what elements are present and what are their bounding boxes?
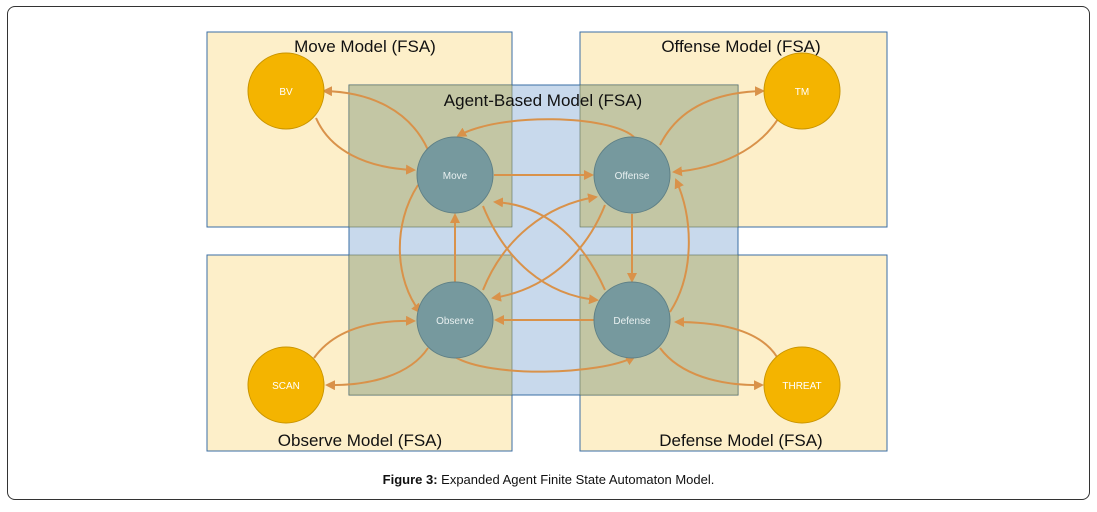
arrow-move-to-bv xyxy=(322,86,429,151)
state-defense-label: Defense xyxy=(613,316,651,327)
state-move-label: Move xyxy=(443,171,468,182)
arrow-observe-to-defense xyxy=(454,356,636,373)
arrow-move-to-observe xyxy=(398,184,422,314)
transition-arrows xyxy=(313,86,779,391)
state-observe-label: Observe xyxy=(436,316,474,327)
figure-caption: Figure 3: Expanded Agent Finite State Au… xyxy=(0,472,1097,487)
arrow-offense-to-move xyxy=(456,118,635,138)
arrow-move-to-defense xyxy=(482,205,599,305)
substate-scan: SCAN xyxy=(247,346,325,424)
arrow-scan-to-observe xyxy=(313,315,416,359)
defense-model-title: Defense Model (FSA) xyxy=(659,431,822,450)
substate-threat: THREAT xyxy=(763,346,841,424)
move-model-title: Move Model (FSA) xyxy=(294,37,436,56)
arrow-threat-to-defense xyxy=(674,317,778,358)
state-move: Move xyxy=(416,136,494,214)
state-defense: Defense xyxy=(593,281,671,359)
substate-bv-label: BV xyxy=(279,87,293,98)
arrow-observe-to-offense xyxy=(482,193,598,291)
state-offense-label: Offense xyxy=(615,171,650,182)
arrow-bv-to-move xyxy=(315,117,416,175)
figure-caption-text: Expanded Agent Finite State Automaton Mo… xyxy=(437,472,715,487)
arrow-tm-to-offense xyxy=(672,118,779,177)
arrow-observe-to-scan xyxy=(325,347,429,391)
state-offense: Offense xyxy=(593,136,671,214)
observe-model-title: Observe Model (FSA) xyxy=(278,431,442,450)
arrow-defense-to-move xyxy=(493,197,606,291)
figure-caption-label: Figure 3: xyxy=(382,472,438,487)
arrow-defense-to-offense xyxy=(669,178,690,313)
substate-scan-label: SCAN xyxy=(272,381,300,392)
arrow-offense-to-tm xyxy=(659,86,765,146)
arrow-defense-to-threat xyxy=(659,347,764,391)
arrow-offense-to-observe xyxy=(491,204,606,302)
substate-tm: TM xyxy=(763,52,841,130)
substate-tm-label: TM xyxy=(795,87,809,98)
agent-model-title: Agent-Based Model (FSA) xyxy=(444,91,642,110)
substate-threat-label: THREAT xyxy=(782,381,821,392)
state-observe: Observe xyxy=(416,281,494,359)
substate-bv: BV xyxy=(247,52,325,130)
offense-model-title: Offense Model (FSA) xyxy=(661,37,820,56)
